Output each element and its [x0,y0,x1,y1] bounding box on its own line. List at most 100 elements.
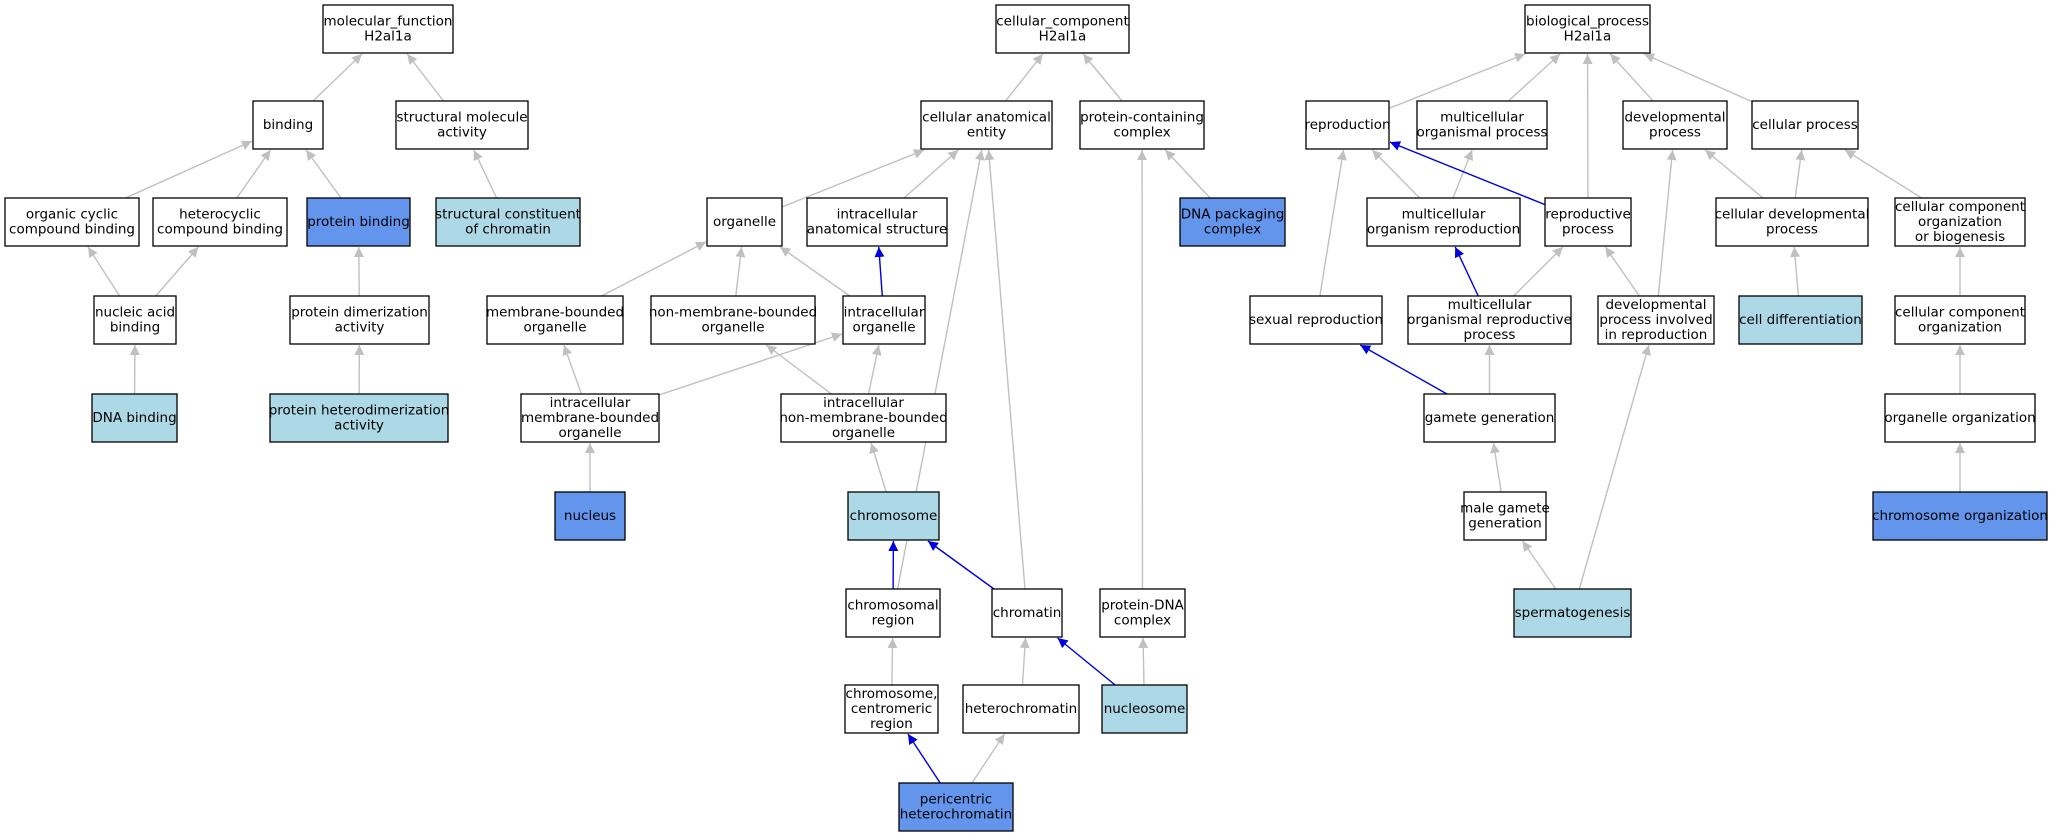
edge-cell_dev-to-cell_proc [1794,149,1806,199]
edge-pericentric-to-centromeric [907,733,941,784]
node-heterochromatin[interactable]: heterochromatin [962,684,1080,734]
edge-org_cyclic-to-binding [125,140,253,199]
edge-cell_proc-to-bp_root [1643,53,1753,103]
node-label-line: cellular process [1752,117,1858,133]
edge-pericentric-to-heterochromatin [971,733,1006,784]
node-cell-proc[interactable]: cellular process [1751,100,1859,150]
node-label: binding [263,117,313,133]
node-box [1513,588,1632,638]
node-label-line: developmental [1624,110,1725,126]
edge-protein_binding-to-binding [305,149,342,199]
node-reproduction[interactable]: reproduction [1304,100,1391,150]
node-label-line: cellular component [1895,305,2025,321]
node-nucleus[interactable]: nucleus [554,491,626,541]
node-box [847,491,940,541]
node-label-line: organismal reproductive [1407,312,1572,328]
node-label-line: intracellular [837,207,918,223]
edge-prot_complex-to-cc_root [1082,53,1123,102]
node-label-line: or biogenesis [1915,229,2005,245]
edge-multi_repro-to-multi_proc [1452,149,1474,199]
node-box [1305,100,1390,150]
edge-dna_pack-to-prot_complex [1164,149,1211,199]
node-label: cellular process [1752,117,1858,133]
node-label-line: heterochromatin [965,701,1078,717]
node-box [1079,100,1205,150]
node-label: heterochromatin [965,701,1078,717]
node-box [1407,295,1572,345]
node-dna-binding[interactable]: DNA binding [91,393,178,443]
node-box [520,393,660,443]
node-label: organelle [713,214,776,230]
node-label-line: complex [1114,613,1171,629]
edge-nonmem_org-to-organelle [735,246,746,297]
node-sexual-repro[interactable]: sexual reproduction [1249,295,1383,345]
node-label-line: binding [110,320,160,336]
node-box [289,295,430,345]
node-organelle[interactable]: organelle [706,197,783,247]
node-box [1751,100,1859,150]
node-label-line: pericentric [920,792,992,808]
node-box [1524,4,1651,54]
node-label-line: multicellular [1402,207,1486,223]
node-box [845,588,941,638]
node-spermato[interactable]: spermatogenesis [1513,588,1632,638]
node-label-line: process [1649,125,1701,141]
node-box [1544,197,1632,247]
edge-intra_nonmem-to-nonmem_org [765,344,832,395]
edge-chromatin-to-cell_anat [984,149,1026,590]
node-chrom-org[interactable]: chromosome organization [1872,491,2048,541]
node-label-line: multicellular [1448,297,1532,313]
node-binding[interactable]: binding [252,100,324,150]
node-chromosome[interactable]: chromosome [847,491,940,541]
node-label-line: H2al1a [1039,29,1087,45]
node-label-line: of chromatin [465,222,551,238]
node-organelle-org[interactable]: organelle organization [1884,393,2036,443]
node-cell-diff[interactable]: cell differentiation [1738,295,1863,345]
node-label-line: organismal process [1416,125,1547,141]
node-protein-binding[interactable]: protein binding [306,197,411,247]
node-box [1463,491,1547,541]
node-nucleosome[interactable]: nucleosome [1101,684,1188,734]
node-gamete-gen[interactable]: gamete generation [1423,393,1556,443]
node-label-line: non-membrane-bounded [779,410,947,426]
node-chromatin[interactable]: chromatin [991,588,1063,638]
